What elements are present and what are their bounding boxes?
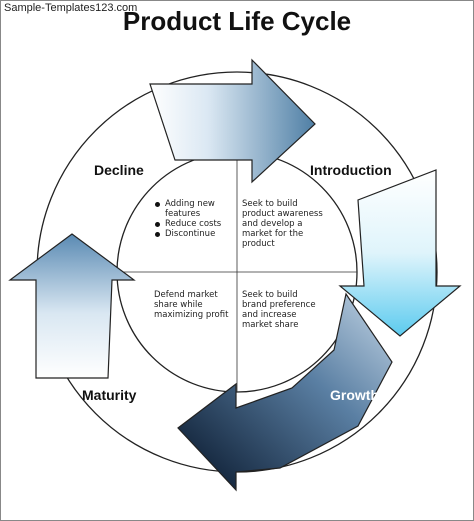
decline-quadrant-text: Adding new features Reduce costs Discont… [154,199,234,239]
maturity-arrow [177,292,393,492]
watermark: Sample-Templates123.com [4,2,138,14]
diagram-title: Product Life Cycle [122,6,352,36]
introduction-quadrant-text: Seek to build product awareness and deve… [242,199,323,249]
decline-bullet: Reduce costs [154,219,234,229]
growth-quadrant-text: Seek to build brand preference and incre… [242,290,316,330]
decline-bullet-list: Adding new features Reduce costs Discont… [154,199,234,239]
introduction-arrow [149,58,316,184]
stage-label-introduction: Introduction [310,162,392,178]
decline-bullet: Discontinue [154,229,234,239]
decline-arrow [8,233,136,379]
growth-arrow [338,169,462,337]
stage-label-growth: Growth [330,387,379,403]
maturity-quadrant-text: Defend market share while maximizing pro… [154,290,229,320]
stage-label-decline: Decline [94,162,144,178]
decline-bullet: Adding new features [154,199,234,219]
stage-label-maturity: Maturity [82,387,137,403]
